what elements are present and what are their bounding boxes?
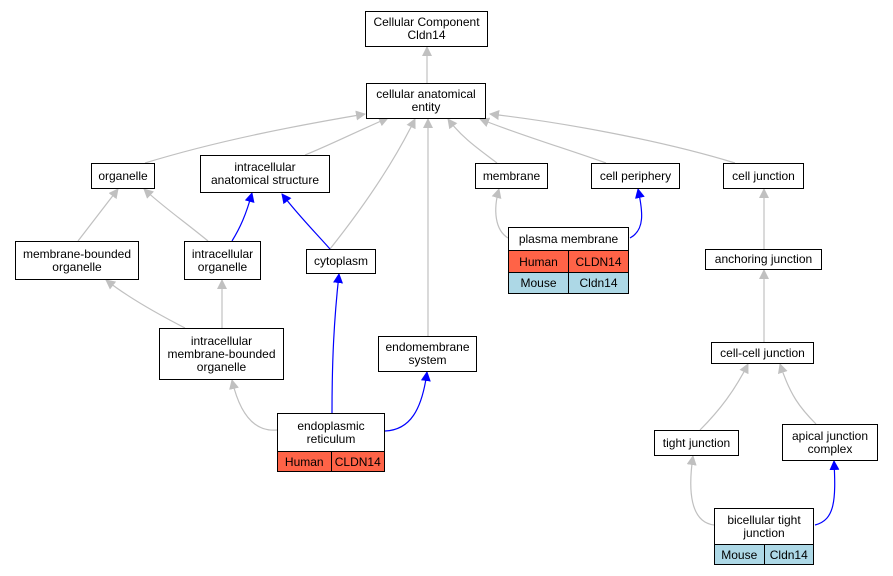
edge-membrane-cae [447,118,498,164]
node-cell-junction[interactable]: cell junction [723,163,804,189]
edge-organelle-cae [144,110,366,164]
gene-label: Cldn14 [568,273,628,293]
mouse-annotation-row: Mouse Cldn14 [715,544,813,564]
node-cytoplasm[interactable]: cytoplasm [306,249,376,274]
edge-ajc-ccj [778,363,817,425]
node-cell-cell-junction[interactable]: cell-cell junction [711,342,814,364]
edge-er-endo [384,371,431,432]
node-anchoring-junction[interactable]: anchoring junction [705,249,822,270]
gene-label: CLDN14 [568,251,628,272]
edge-ias-cae [304,116,389,156]
edge-pm-membrane [491,188,509,239]
node-apical-junction-complex[interactable]: apical junction complex [782,424,878,461]
edge-junction-cae [489,110,736,164]
edge-btj-ajc [814,460,840,526]
node-endoplasmic-reticulum[interactable]: endoplasmic reticulum Human CLDN14 [277,413,385,472]
node-membrane-bounded-organelle[interactable]: membrane-bounded organelle [15,241,139,280]
edge-cytoplasm-ias [281,193,331,250]
node-label: bicellular tight junction [727,512,801,540]
node-endomembrane-system[interactable]: endomembrane system [378,336,477,372]
species-label: Mouse [509,273,568,293]
node-intracellular-organelle[interactable]: intracellular organelle [184,241,261,280]
node-membrane[interactable]: membrane [475,163,548,189]
species-label: Human [278,452,331,471]
human-annotation-row: Human CLDN14 [509,250,628,272]
species-label: Human [509,251,568,272]
edge-pm-periphery [629,188,645,239]
node-label: plasma membrane [518,231,619,246]
node-label: endoplasmic reticulum [297,418,365,446]
node-cell-periphery[interactable]: cell periphery [591,163,680,189]
node-tight-junction[interactable]: tight junction [654,430,739,456]
node-plasma-membrane[interactable]: plasma membrane Human CLDN14 Mouse Cldn1… [508,227,629,294]
node-cellular-component-root[interactable]: Cellular Component Cldn14 [365,11,488,47]
edge-io-organelle [143,188,209,242]
node-intracellular-membrane-bounded-organelle[interactable]: intracellular membrane-bounded organelle [159,328,284,380]
edge-periphery-cae [479,117,607,164]
human-annotation-row: Human CLDN14 [278,451,384,471]
node-bicellular-tight-junction[interactable]: bicellular tight junction Mouse Cldn14 [714,508,814,565]
edge-cytoplasm-cae [329,118,416,250]
node-cellular-anatomical-entity[interactable]: cellular anatomical entity [366,83,486,119]
edge-er-cytoplasm [331,273,343,414]
edge-btj-tj [686,455,715,526]
edge-tj-ccj [699,363,749,431]
gene-label: Cldn14 [763,545,813,564]
edge-er-imbo [229,379,278,431]
node-organelle[interactable]: organelle [91,163,155,189]
edge-mbo-organelle [77,188,119,242]
species-label: Mouse [715,545,764,564]
mouse-annotation-row: Mouse Cldn14 [509,272,628,293]
gene-label: CLDN14 [330,452,384,471]
node-intracellular-anatomical-structure[interactable]: intracellular anatomical structure [200,155,330,193]
edge-imbo-mbo [105,279,186,329]
edge-io-ias [231,192,255,242]
